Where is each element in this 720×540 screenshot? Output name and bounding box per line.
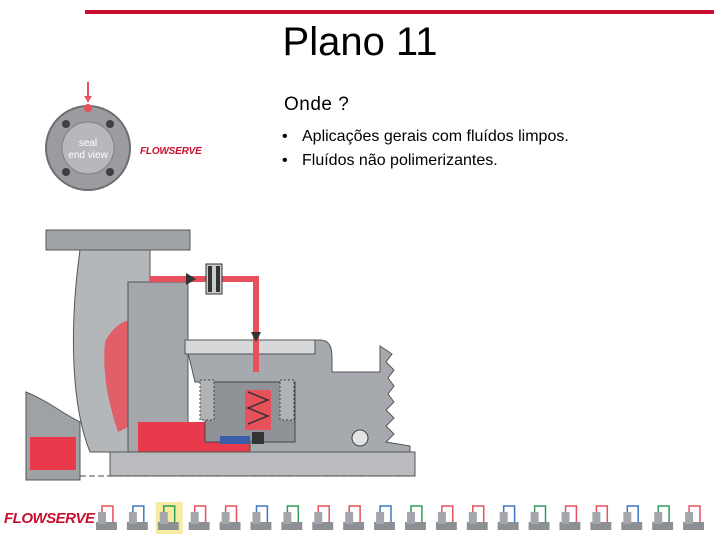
piping-plan-thumbnails [96,502,704,534]
plan-thumbnail-icon [497,505,519,530]
plan-thumbnail-icon [621,505,643,530]
plan-thumbnail-icon [652,505,674,530]
bullet-text: Aplicações gerais com fluídos limpos. [302,128,569,145]
pump-seal-cross-section-diagram [25,229,416,481]
plan-thumbnail-icon [188,505,210,530]
plan-thumbnail-icon [559,505,581,530]
bullet-item: • Fluídos não polimerizantes. [282,149,569,173]
plan-thumbnail-icon [590,505,612,530]
bullet-list: • Aplicações gerais com fluídos limpos. •… [282,125,569,173]
end-view-label: end view [68,150,108,161]
plan-thumbnail-icon [250,505,272,530]
plan-thumbnail-icon [466,505,488,530]
plan-thumbnail-icon [343,505,365,530]
plan-thumbnail-icon [405,505,426,530]
bullet-glyph: • [282,152,288,169]
flowserve-logo: FLOWSERVE [4,510,95,527]
plan-thumbnail-icon [219,505,241,530]
bullet-item: • Aplicações gerais com fluídos limpos. [282,125,569,149]
plan-thumbnail-icon [528,505,550,530]
bullet-text: Fluídos não polimerizantes. [302,152,498,169]
plan-thumbnail-icon [312,505,334,530]
flowserve-logo-small: FLOWSERVE [140,146,202,157]
seal-label: seal [79,138,97,149]
plan-thumbnail-icon [96,505,117,530]
plan-thumbnail-icon [281,505,303,530]
plan-thumbnail-icon [683,505,704,530]
seal-end-view-icon: seal end view [45,82,131,191]
plan-thumbnail-icon [374,505,395,530]
plan-thumbnail-icon [155,502,183,534]
bullet-glyph: • [282,128,288,145]
plan-thumbnail-icon [435,505,457,530]
plan-thumbnail-icon [126,505,148,530]
title-rule [85,10,714,14]
slide-title: Plano 11 [282,20,438,64]
slide-subheading: Onde ? [284,94,350,115]
